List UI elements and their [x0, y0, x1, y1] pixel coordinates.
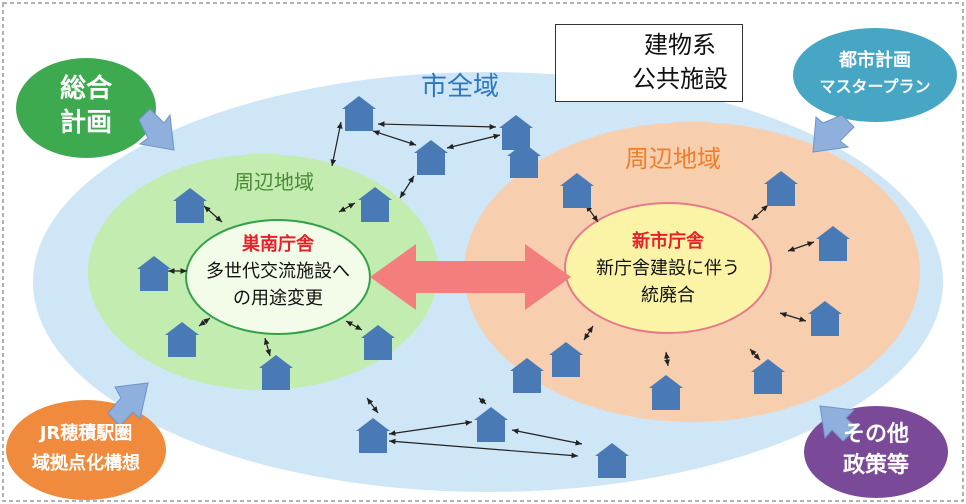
- jr-input-arrow: [107, 382, 149, 427]
- building-icon: [137, 256, 171, 291]
- building-icon: [649, 375, 683, 410]
- building-icon: [510, 358, 544, 393]
- public-facilities: [137, 96, 850, 478]
- building-icon: [507, 143, 541, 178]
- sonota-input-arrow: [819, 405, 858, 442]
- left-surround-label: 周辺地域: [234, 170, 314, 194]
- building-icon: [816, 226, 850, 261]
- building-icon: [764, 171, 798, 206]
- building-icon: [751, 359, 785, 394]
- right-office-line2: 統廃合: [641, 285, 695, 306]
- connection-arrows: [168, 121, 815, 459]
- building-icon: [808, 301, 842, 336]
- building-icon: [342, 96, 376, 131]
- sonota-line1: その他: [842, 422, 909, 447]
- sogo-line1: 総合: [59, 74, 112, 104]
- jr-line2: 域拠点化構想: [32, 453, 140, 474]
- building-icon: [560, 173, 594, 208]
- jr-line1: JR穂積駅圏: [39, 423, 133, 444]
- sogo-plan-bubble: [16, 58, 156, 158]
- new-city-office-ellipse: [564, 202, 772, 334]
- right-surround-label: 周辺地域: [625, 145, 721, 173]
- building-icon: [361, 325, 395, 360]
- building-icon: [414, 140, 448, 175]
- toshi-line1: 都市計画: [839, 50, 911, 71]
- building-icon: [549, 342, 583, 377]
- building-icon: [173, 188, 207, 223]
- toshi-line2: マスタープラン: [819, 77, 931, 96]
- integration-double-arrow: [370, 244, 571, 310]
- right-office-line1: 新庁舎建設に伴う: [596, 258, 740, 279]
- sogo-line2: 計画: [59, 108, 112, 138]
- legend: 建物系 公共施設: [555, 24, 743, 102]
- right-office-title: 新市庁舎: [632, 231, 704, 252]
- jr-plan-bubble: [6, 400, 166, 500]
- legend-line2: 公共施設: [632, 65, 728, 93]
- building-icon: [165, 322, 199, 357]
- sogo-input-arrow: [138, 108, 175, 151]
- sonota-line2: 政策等: [842, 453, 909, 478]
- left-office-line1: 多世代交流施設へ: [206, 261, 350, 282]
- toshi-input-arrow: [812, 114, 855, 153]
- legend-line1: 建物系: [644, 31, 716, 59]
- building-icon: [595, 443, 629, 478]
- city-wide-label: 市全域: [420, 72, 499, 102]
- building-icon: [259, 355, 293, 390]
- building-icon: [356, 418, 390, 453]
- left-office-line2: の用途変更: [233, 288, 323, 309]
- left-office-title: 巣南庁舎: [242, 234, 314, 255]
- building-icon: [358, 187, 392, 222]
- toshi-plan-bubble: [793, 28, 957, 122]
- building-icon: [474, 407, 508, 442]
